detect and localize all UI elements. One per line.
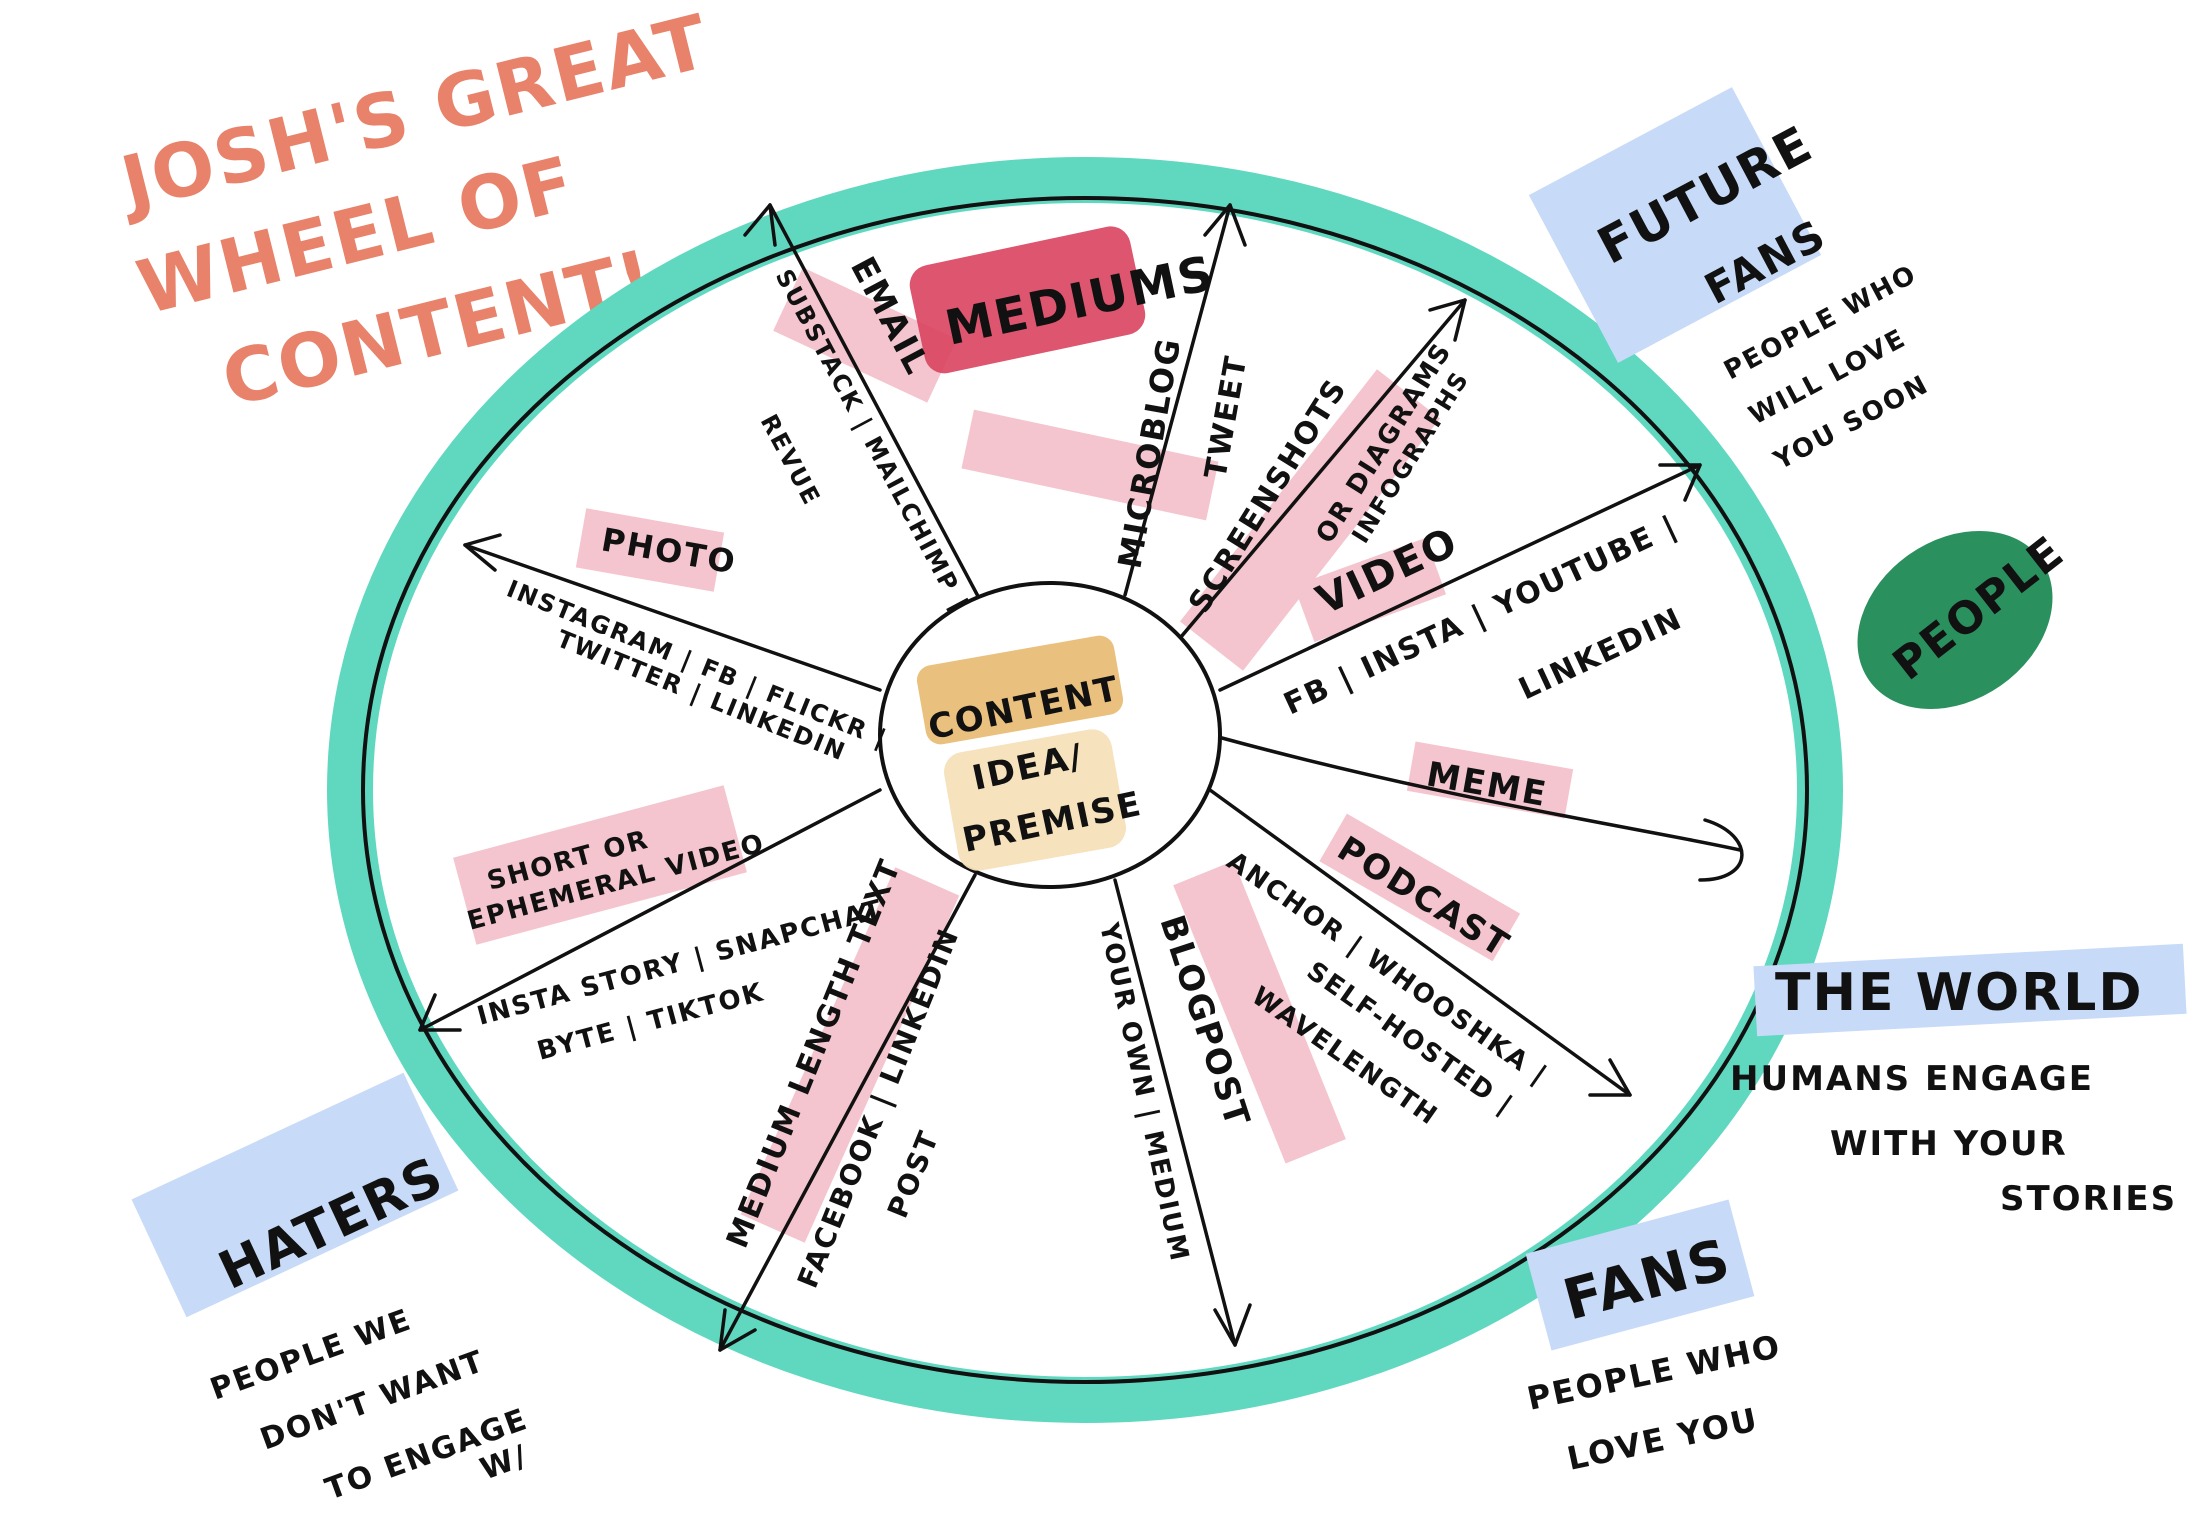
spoke-email xyxy=(768,203,982,602)
spoke-photo xyxy=(463,543,882,692)
wheel-outer-ring xyxy=(327,157,1843,1423)
arrow-head-icon xyxy=(743,203,777,247)
audience-future-fans: FUTURE FANS PEOPLE WHO WILL LOVE YOU SOO… xyxy=(1528,87,1934,477)
world-desc-3: STORIES xyxy=(2000,1179,2177,1219)
arrow-head-icon xyxy=(418,993,462,1032)
center-hub: CONTENT IDEA/ PREMISE xyxy=(878,581,1222,889)
spoke-microblog xyxy=(1123,203,1232,597)
wheel-rim xyxy=(361,196,1809,1384)
arrow-head-icon xyxy=(1698,818,1744,882)
spoke-short-video xyxy=(418,788,882,1032)
medium-text-platforms-2: POST xyxy=(881,1125,946,1222)
arrow-heads xyxy=(418,203,1744,1352)
audience-the-world: THE WORLD HUMANS ENGAGE WITH YOUR STORIE… xyxy=(1730,943,2187,1219)
people-badge: PEOPLE xyxy=(1857,526,2074,710)
spoke-meme xyxy=(1220,736,1742,852)
world-desc-1: HUMANS ENGAGE xyxy=(1730,1059,2094,1099)
arrow-head-icon xyxy=(718,1308,757,1352)
label-photo: PHOTO INSTAGRAM | FB | FLICKR | TWITTER … xyxy=(503,520,892,766)
title: JOSH'S GREAT WHEEL OF CONTENT! xyxy=(109,0,718,424)
spoke-medium-text xyxy=(718,873,977,1352)
spoke-video xyxy=(1218,463,1702,692)
email-platforms-2: REVUE xyxy=(755,410,826,511)
arrow-head-icon xyxy=(1658,463,1702,502)
microblog-platforms: TWEET xyxy=(1198,352,1254,481)
spoke-podcast xyxy=(1208,788,1632,1097)
fans-desc-2: LOVE YOU xyxy=(1564,1400,1762,1478)
photo-platforms-1: INSTAGRAM | FB | FLICKR | xyxy=(503,575,892,754)
world-desc-2: WITH YOUR xyxy=(1830,1124,2068,1164)
arrow-head-icon xyxy=(1428,298,1467,342)
video-platforms-2: LINKEDIN xyxy=(1514,601,1689,707)
arrow-head-icon xyxy=(1203,203,1247,247)
spokes xyxy=(418,203,1742,1352)
world-label: THE WORLD xyxy=(1775,963,2144,1023)
spoke-screenshots xyxy=(1168,298,1467,652)
spoke-blogpost xyxy=(1113,878,1237,1347)
arrow-head-icon xyxy=(463,533,502,572)
arrow-head-icon xyxy=(1588,1058,1632,1097)
arrow-head-icon xyxy=(1213,1303,1252,1347)
